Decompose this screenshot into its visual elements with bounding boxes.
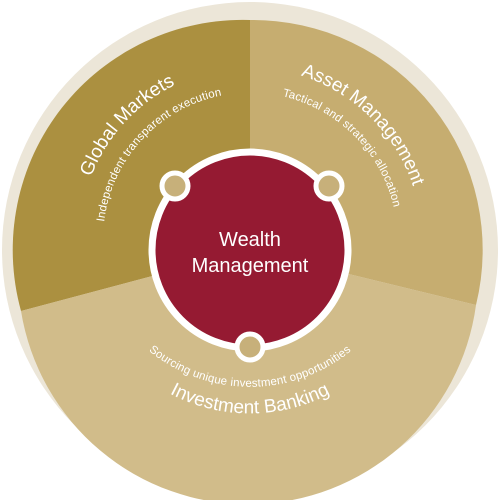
segment-investment-banking <box>21 250 476 500</box>
center-label-line2: Management <box>192 255 309 277</box>
center-label-line1: Wealth <box>219 229 281 251</box>
connector-node-bottom <box>234 331 266 363</box>
connector-node-right <box>313 170 345 202</box>
connector-node-left <box>159 170 191 202</box>
